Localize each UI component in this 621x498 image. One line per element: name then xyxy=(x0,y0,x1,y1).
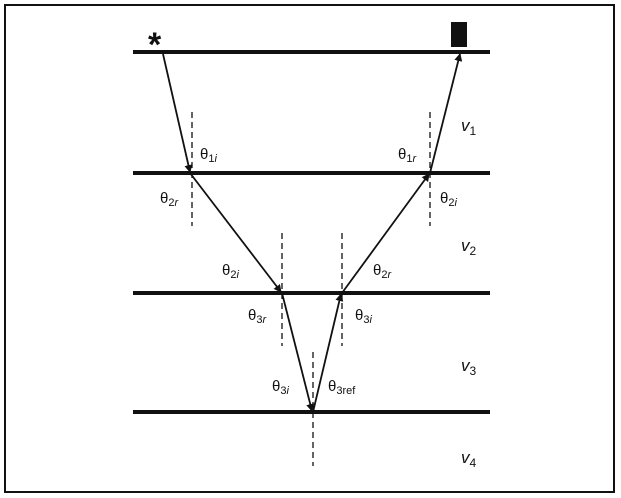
angle-label-theta3r: θ3r xyxy=(248,307,267,326)
velocity-label-v4: v4 xyxy=(461,448,477,470)
source-star-icon: * xyxy=(148,26,162,64)
angle-label-theta2i: θ2i xyxy=(440,190,457,209)
ray-segment xyxy=(281,292,315,412)
velocity-label-v3: v3 xyxy=(461,356,477,378)
ray-segment xyxy=(189,172,282,293)
angle-label-theta3ref: θ3ref xyxy=(328,378,356,397)
ray-segment xyxy=(162,53,193,173)
velocity-label-v2: v2 xyxy=(461,236,477,258)
ray-segment xyxy=(312,293,344,413)
angle-label-theta1i: θ1i xyxy=(200,146,217,165)
square-receiver-icon xyxy=(451,22,467,47)
velocity-label-v1: v1 xyxy=(461,116,477,138)
ray-segment xyxy=(341,173,430,294)
angle-label-theta3i: θ3i xyxy=(272,378,289,397)
ray-segment xyxy=(429,53,463,174)
frame-border xyxy=(4,4,615,493)
angle-label-theta2r: θ2r xyxy=(373,262,392,281)
angle-label-theta3i: θ3i xyxy=(355,307,372,326)
angle-label-theta1r: θ1r xyxy=(398,146,417,165)
angle-label-theta2i: θ2i xyxy=(222,262,239,281)
angle-label-theta2r: θ2r xyxy=(160,190,179,209)
